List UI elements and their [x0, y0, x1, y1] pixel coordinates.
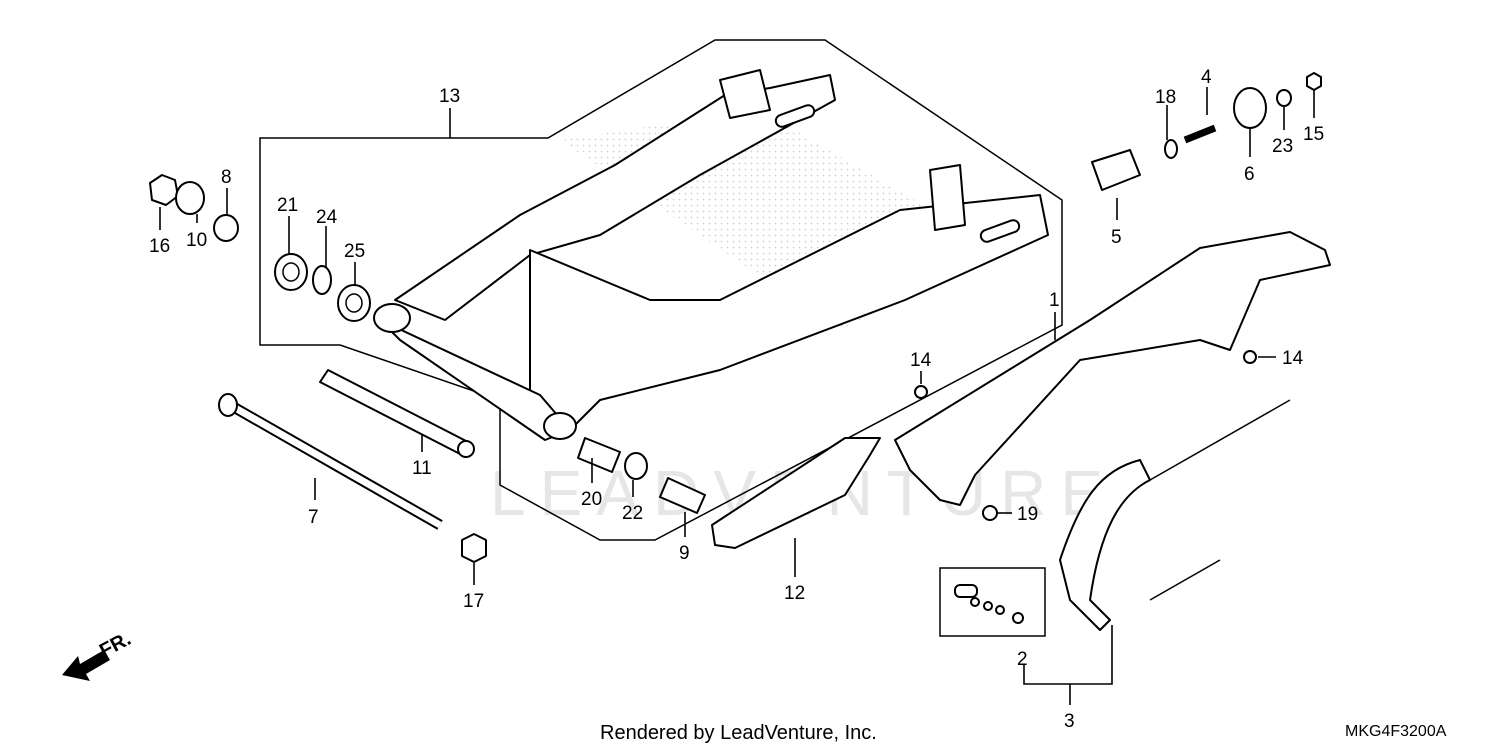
master-link-2: [954, 584, 1024, 624]
credit-text: Rendered by LeadVenture, Inc.: [600, 722, 877, 744]
bearing-parts-21-24-25: [274, 253, 371, 322]
callout-8: 8: [221, 167, 232, 188]
callout-18: 18: [1155, 87, 1176, 108]
callout-19: 19: [1017, 504, 1038, 525]
callout-14a: 14: [910, 350, 932, 371]
chain-case-1: [894, 231, 1331, 506]
callout-16: 16: [149, 236, 170, 257]
swingarm-13: [373, 69, 1049, 441]
diagram-code: MKG4F3200A: [1345, 723, 1447, 740]
callout-5: 5: [1111, 227, 1122, 248]
drive-chain-3: [1059, 399, 1291, 631]
callout-17: 17: [463, 591, 484, 612]
bolt-14a: [914, 385, 928, 399]
callout-3: 3: [1064, 711, 1075, 732]
chain-slider-12: [711, 437, 881, 549]
master-link-2-box: [939, 567, 1046, 637]
callout-10: 10: [186, 230, 207, 251]
nut-17: [461, 533, 487, 563]
callout-23: 23: [1272, 136, 1293, 157]
callout-6: 6: [1244, 164, 1255, 185]
bolt-14b: [1243, 350, 1257, 364]
pivot-bolt-7: [218, 393, 443, 530]
callout-2: 2: [1017, 649, 1028, 670]
callout-22: 22: [622, 503, 643, 524]
adjuster-parts: [1091, 72, 1322, 191]
leader-lines: [159, 87, 1315, 585]
bracket-2-3: [1023, 625, 1113, 685]
callout-15: 15: [1303, 124, 1324, 145]
callout-11: 11: [412, 458, 432, 479]
callout-13: 13: [439, 86, 460, 107]
callout-12: 12: [784, 583, 805, 604]
arrow-icon: [62, 650, 110, 681]
callout-24: 24: [316, 207, 338, 228]
needle-bearing-20-seal-22: [577, 437, 648, 480]
callout-14b: 14: [1282, 348, 1304, 369]
parts-16-10-8: [149, 174, 239, 242]
collar-9: [659, 477, 706, 514]
front-direction-indicator: FR.: [62, 628, 135, 681]
callout-21: 21: [277, 195, 298, 216]
collar-11: [319, 369, 475, 458]
callout-20: 20: [581, 489, 602, 510]
callouts: 1 2 3 4 5 6 7 8 9 10 11 12 13 14 14 15 1…: [149, 67, 1324, 732]
callout-1: 1: [1049, 290, 1060, 311]
callout-25: 25: [344, 241, 365, 262]
callout-4: 4: [1201, 67, 1212, 88]
bolt-19: [982, 505, 998, 521]
assembly-13-boundary: [259, 39, 1063, 541]
callout-9: 9: [679, 543, 690, 564]
callout-7: 7: [308, 507, 319, 528]
